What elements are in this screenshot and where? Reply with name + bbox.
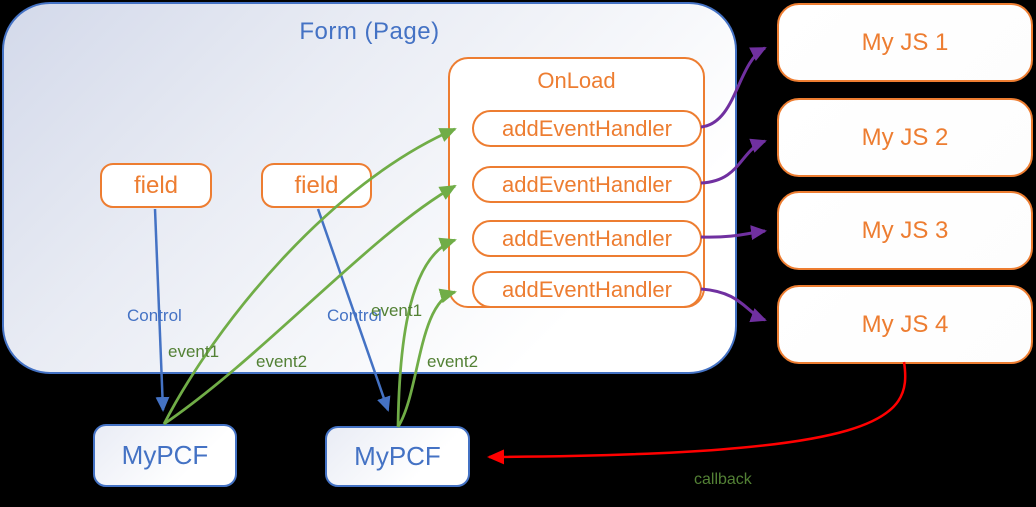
add-event-handler-pill-2: addEventHandler — [472, 166, 702, 203]
my-js-box-4: My JS 4 — [777, 285, 1033, 364]
my-js-box-3: My JS 3 — [777, 191, 1033, 270]
callback-label: callback — [694, 471, 752, 488]
mypcf-label-1: MyPCF — [121, 440, 209, 470]
add-event-handler-label-3: addEventHandler — [501, 225, 672, 251]
add-event-handler-pill-3: addEventHandler — [472, 220, 702, 257]
mypcf-box-2: MyPCF — [325, 426, 470, 487]
event2-label-pcf2: event2 — [427, 352, 479, 371]
field-box-2: field — [261, 163, 372, 208]
add-event-handler-pill-4: addEventHandler — [472, 271, 702, 308]
add-event-handler-label-1: addEventHandler — [501, 115, 672, 141]
field-label-2: field — [294, 171, 339, 199]
form-page-title: Form (Page) — [299, 18, 440, 45]
mypcf-label-2: MyPCF — [354, 441, 441, 471]
my-js-box-1: My JS 1 — [777, 3, 1033, 82]
event1-label-pcf1: event1 — [168, 342, 220, 361]
event2-label-pcf1: event2 — [256, 352, 308, 371]
callback-arrow — [487, 361, 907, 465]
add-event-handler-label-4: addEventHandler — [501, 276, 672, 302]
my-js-box-2: My JS 2 — [777, 98, 1033, 177]
onload-container: OnLoad addEventHandler addEventHandler a… — [448, 57, 705, 308]
mypcf-box-1: MyPCF — [93, 424, 237, 487]
control-label-1: Control — [127, 306, 182, 325]
my-js-label-3: My JS 3 — [861, 216, 949, 244]
field-label-1: field — [133, 171, 179, 199]
onload-title: OnLoad — [537, 68, 616, 93]
event1-label-pcf2: event1 — [371, 301, 423, 320]
my-js-label-1: My JS 1 — [861, 28, 949, 56]
add-event-handler-pill-1: addEventHandler — [472, 110, 702, 147]
my-js-label-2: My JS 2 — [861, 123, 949, 151]
add-event-handler-label-2: addEventHandler — [501, 171, 672, 197]
field-box-1: field — [100, 163, 212, 208]
my-js-label-4: My JS 4 — [861, 310, 949, 338]
